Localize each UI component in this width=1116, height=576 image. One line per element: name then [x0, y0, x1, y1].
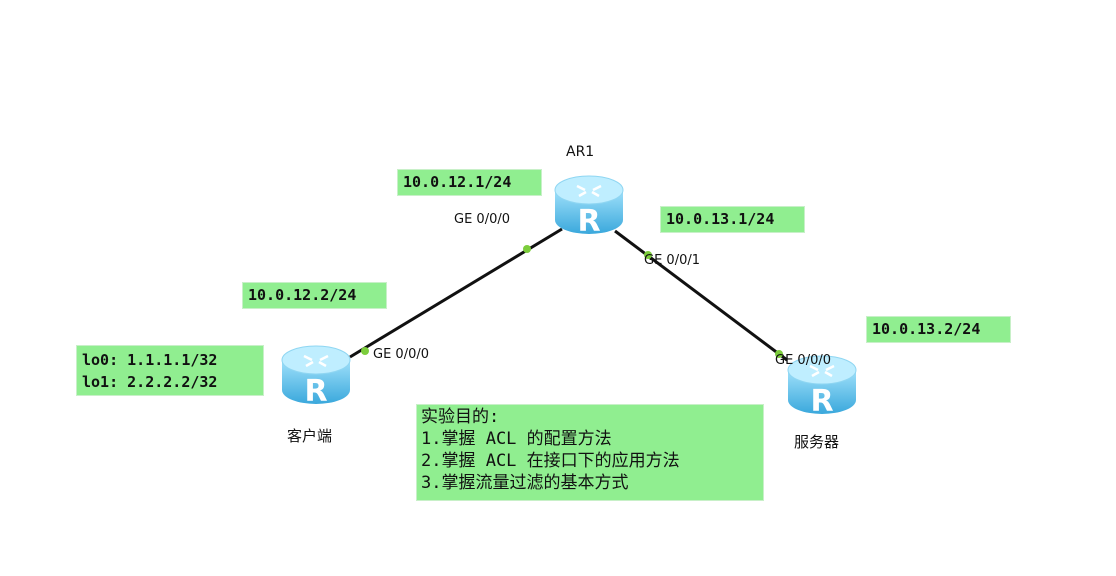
- port-dot-ar1-g001: [644, 251, 652, 259]
- ip-label-ar1-g001: 10.0.13.1/24: [660, 206, 805, 233]
- port-label-ar1-g001: GE 0/0/1: [644, 253, 700, 268]
- ip-label-client-g000: 10.0.12.2/24: [242, 282, 387, 309]
- port-label-client-g000: GE 0/0/0: [373, 347, 429, 362]
- link-ar1-server[interactable]: [614, 229, 788, 362]
- port-dot-client-g000: [361, 347, 369, 355]
- port-dot-ar1-g000: [523, 245, 531, 253]
- device-name-server: 服务器: [794, 433, 840, 451]
- ip-label-server-g000: 10.0.13.2/24: [866, 316, 1011, 343]
- objective-item: 2.掌握 ACL 在接口下的应用方法: [421, 451, 680, 471]
- router-icon-ar1[interactable]: [553, 172, 625, 238]
- router-icon-client[interactable]: [280, 342, 352, 408]
- port-label-ar1-g000: GE 0/0/0: [454, 212, 510, 227]
- ip-label-ar1-g000: 10.0.12.1/24: [397, 169, 542, 196]
- port-label-server-g000: GE 0/0/0: [775, 353, 831, 368]
- loopback-label: lo0: 1.1.1.1/32 lo1: 2.2.2.2/32: [76, 345, 264, 396]
- device-name-ar1: AR1: [566, 144, 595, 160]
- loopback-lo1: lo1: 2.2.2.2/32: [82, 373, 218, 391]
- objectives-title: 实验目的:: [421, 407, 500, 427]
- objective-item: 1.掌握 ACL 的配置方法: [421, 429, 612, 449]
- objective-item: 3.掌握流量过滤的基本方式: [421, 473, 629, 493]
- loopback-lo0: lo0: 1.1.1.1/32: [82, 351, 218, 369]
- device-name-client: 客户端: [287, 427, 333, 445]
- port-dot-server-g000: [775, 350, 783, 358]
